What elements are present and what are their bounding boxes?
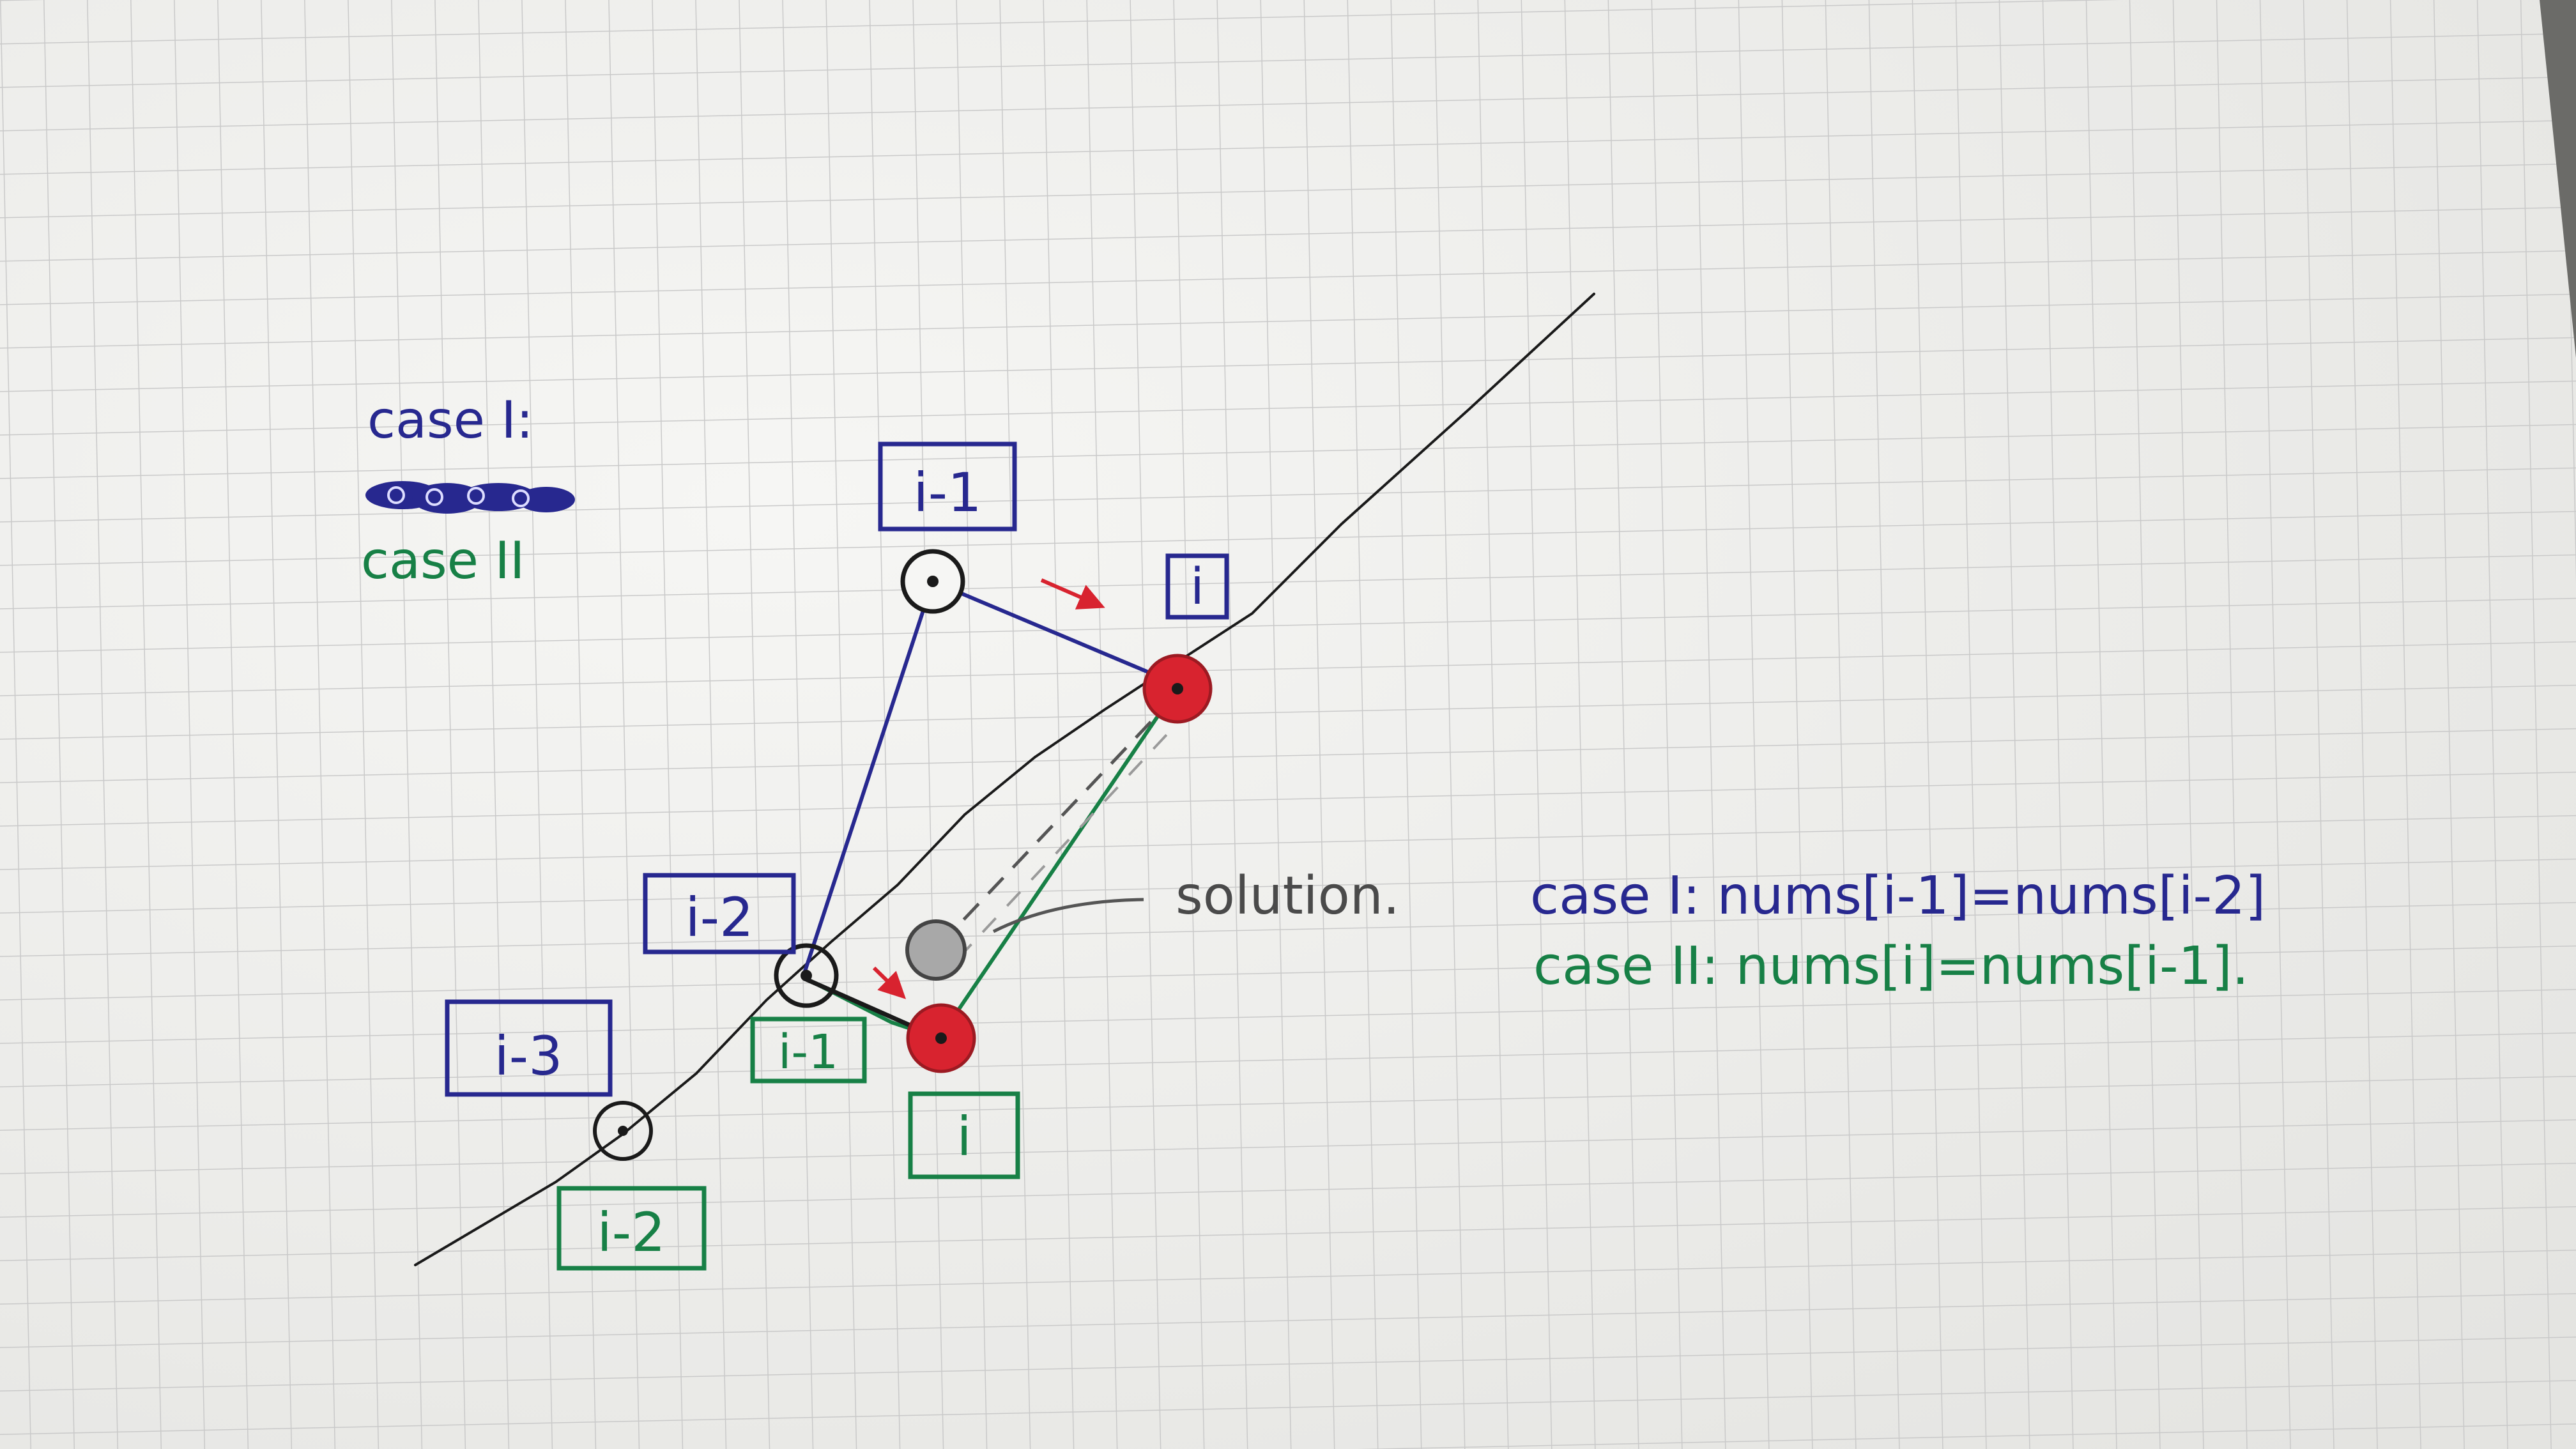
point-i-minus-2 <box>774 943 839 1008</box>
solution-dashed-line <box>938 708 1164 947</box>
main-curve <box>414 293 1595 1266</box>
label-text: i-2 <box>685 886 753 949</box>
point-i-case1-red <box>1142 654 1213 724</box>
paper-shadow-edge <box>2540 0 2576 358</box>
red-arrow-bottom <box>872 966 907 999</box>
label-box-i-minus-3: i-3 <box>445 999 613 1097</box>
scribbled-out-text <box>365 481 575 514</box>
label-box-i-minus-1-case2: i-1 <box>750 1016 867 1084</box>
solution-pointer <box>992 898 1144 933</box>
solution-label: solution. <box>1176 866 1400 926</box>
label-box-i-minus-1-case1: i-1 <box>878 441 1017 532</box>
point-solution-gray <box>905 919 967 981</box>
label-text: i-2 <box>597 1201 665 1264</box>
label-box-i-minus-2-case2: i-2 <box>556 1186 707 1271</box>
point-i-minus-3 <box>593 1101 653 1161</box>
label-box-i-case1: i <box>1165 553 1229 620</box>
point-i-minus-1-case1 <box>900 549 965 614</box>
label-text: i-1 <box>778 1025 838 1080</box>
label-box-i-case2: i <box>908 1091 1020 1179</box>
solution-dashed-line-2 <box>957 724 1177 960</box>
label-text: i-1 <box>913 461 981 524</box>
label-box-i-minus-2-case1: i-2 <box>643 873 796 954</box>
label-text: i <box>1190 558 1204 616</box>
red-arrow-top <box>1040 578 1105 610</box>
case1-formula: case I: nums[i-1]=nums[i-2] <box>1530 866 2266 926</box>
legend-case1: case I: <box>367 390 533 450</box>
legend-case2: case II <box>361 531 525 590</box>
point-i-case2-red <box>906 1003 976 1073</box>
label-text: i-3 <box>494 1025 562 1087</box>
case2-formula: case II: nums[i]=nums[i-1]. <box>1533 936 2249 997</box>
label-text: i <box>956 1105 971 1168</box>
